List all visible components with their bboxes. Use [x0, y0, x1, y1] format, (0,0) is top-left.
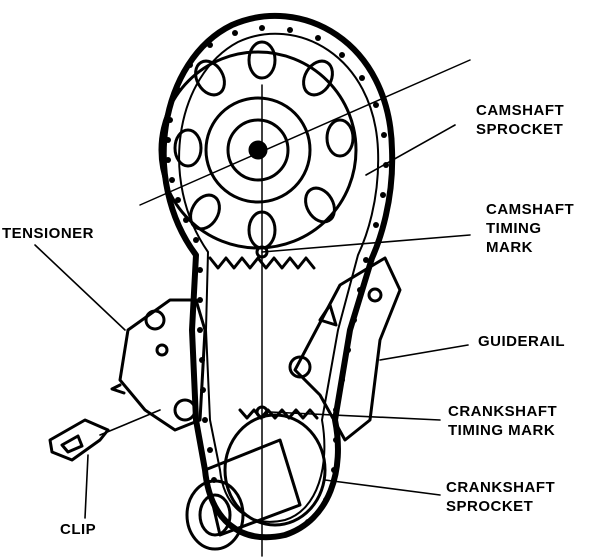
- label-crankshaft-sprocket-line1: CRANKSHAFT: [446, 479, 556, 496]
- label-camshaft-timing-mark-line2: TIMING: [486, 220, 542, 237]
- label-camshaft-timing-mark: CAMSHAFT TIMING MARK: [486, 200, 574, 257]
- label-camshaft-sprocket: CAMSHAFT SPROCKET: [476, 101, 564, 139]
- guiderail: [288, 256, 402, 442]
- label-camshaft-timing-mark-line1: CAMSHAFT: [486, 201, 575, 218]
- label-camshaft-timing-mark-line3: MARK: [486, 239, 533, 256]
- label-tensioner: TENSIONER: [2, 224, 94, 243]
- label-clip: CLIP: [60, 520, 96, 539]
- timing-chain-inner: [178, 32, 380, 523]
- chain-links: [165, 25, 389, 525]
- label-crankshaft-sprocket: CRANKSHAFT SPROCKET: [446, 478, 555, 516]
- label-clip-text: CLIP: [60, 521, 97, 538]
- label-crankshaft-timing-mark: CRANKSHAFT TIMING MARK: [448, 402, 557, 440]
- label-crankshaft-timing-mark-line1: CRANKSHAFT: [448, 403, 558, 420]
- clip: [48, 418, 110, 462]
- leader-lines: [34, 124, 471, 519]
- label-camshaft-sprocket-line2: SPROCKET: [476, 121, 564, 138]
- timing-chain: [160, 13, 396, 541]
- tensioner: [110, 298, 207, 432]
- label-guiderail-text: GUIDERAIL: [478, 333, 565, 350]
- label-crankshaft-timing-mark-line2: TIMING MARK: [448, 422, 556, 439]
- label-tensioner-text: TENSIONER: [2, 225, 95, 242]
- crankshaft-sprocket: [185, 405, 327, 551]
- label-crankshaft-sprocket-line2: SPROCKET: [446, 498, 534, 515]
- label-guiderail: GUIDERAIL: [478, 332, 565, 351]
- camshaft-sprocket: [158, 40, 358, 270]
- label-camshaft-sprocket-line1: CAMSHAFT: [476, 102, 565, 119]
